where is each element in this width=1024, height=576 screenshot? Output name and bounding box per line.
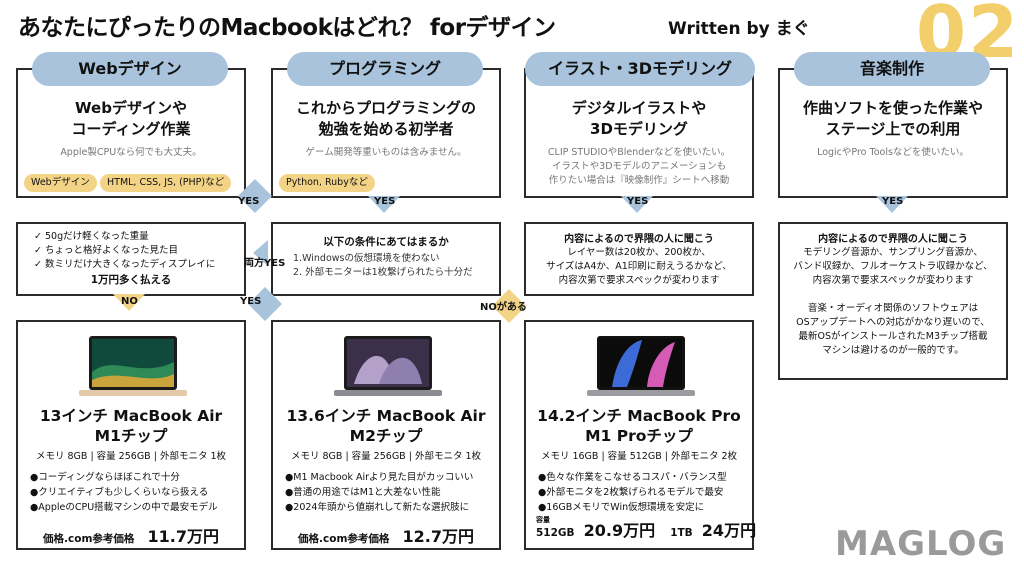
price-value: 20.9万円: [583, 521, 656, 540]
condition-item: 2. 外部モニターは1枚繋げられたら十分だ: [293, 267, 473, 278]
category-heading: これからプログラミングの勉強を始める初学者: [295, 99, 476, 138]
laptop-image: [587, 336, 695, 396]
product-feature: ●コーディングならほぼこれで十分: [30, 472, 180, 483]
conditions-box: 以下の条件にあてはまるか 1.Windowsの仮想環境を使わない 2. 外部モニ…: [271, 222, 501, 296]
checklist-box: ✓ 50gだけ軽くなった重量 ✓ ちょっと格好よくなった見た目 ✓ 数ミリだけ大…: [16, 222, 246, 296]
category-pill-music: 音楽制作: [794, 52, 990, 86]
price-label: 価格.com参考価格: [43, 533, 135, 545]
checklist-item: ✓ ちょっと格好よくなった見た目: [34, 245, 178, 256]
no-exists-label: NOがある: [480, 302, 527, 313]
advice-line: マシンは避けるのが一般的です。: [822, 345, 964, 356]
flow-arrow-down-no: [113, 294, 145, 311]
category-note: LogicやPro Toolsなどを使いたい。: [817, 147, 969, 158]
advice-line: 音楽・オーディオ関係のソフトウェアは: [807, 303, 979, 314]
conditions-title: 以下の条件にあてはまるか: [323, 236, 449, 248]
tag-chip: Python, Rubyなど: [279, 174, 375, 192]
tag-chip: Webデザイン: [24, 174, 97, 192]
category-heading: Webデザインやコーディング作業: [71, 99, 191, 138]
price-value: 12.7万円: [402, 527, 474, 546]
category-pill-programming: プログラミング: [287, 52, 483, 86]
flow-arrow-down: [368, 196, 400, 213]
laptop-image: [79, 336, 187, 396]
illust-advice-box: 内容によるので界隈の人に聞こう レイヤー数は20枚か、200枚か、 サイズはA4…: [524, 222, 754, 296]
product-spec: メモリ 8GB | 容量 256GB | 外部モニタ 1枚: [290, 451, 482, 462]
flow-arrow-down: [621, 196, 653, 213]
category-heading: 作曲ソフトを使った作業やステージ上での利用: [802, 99, 983, 138]
advice-line: 内容次第で要求スペックが変わります: [558, 275, 720, 286]
yes-label: YES: [238, 196, 260, 207]
laptop-image: [334, 336, 442, 396]
yes-label: YES: [374, 196, 396, 207]
advice-line: サイズはA4か、A1印刷に耐えうるかなど、: [546, 261, 732, 272]
music-advice-box: 内容によるので界隈の人に聞こう モデリング音源か、サンプリング音源か、 バンド収…: [778, 222, 1008, 380]
no-label: NO: [121, 296, 138, 307]
tag-chip: HTML, CSS, JS, (PHP)など: [100, 174, 232, 192]
capacity-value: 1TB: [670, 527, 693, 539]
advice-line: OSアップデートへの対応がかなり遅いので、: [796, 317, 990, 328]
yes-label: YES: [882, 196, 904, 207]
advice-line: 内容次第で要求スペックが変わります: [812, 275, 974, 286]
category-box-web: Webデザインやコーディング作業 Apple製CPUなら何でも大丈夫。 Webデ…: [16, 68, 246, 198]
product-feature: ●色々な作業をこなせるコスパ・バランス型: [538, 472, 727, 483]
both-yes-label: 両方YES: [244, 258, 286, 269]
advice-title: 内容によるので界隈の人に聞こう: [564, 234, 714, 245]
advice-spacer: [780, 288, 1006, 302]
category-note: CLIP STUDIOやBlenderなどを使いたい。イラストや3Dモデルのアニ…: [547, 147, 731, 186]
product-feature: ●AppleのCPU搭載マシンの中で最安モデル: [30, 502, 218, 513]
price-value: 24万円: [701, 521, 757, 540]
product-feature: ●外部モニタを2枚繋げられるモデルで最安: [538, 487, 724, 498]
checklist-item: ✓ 数ミリだけ大きくなったディスプレイに: [34, 259, 216, 270]
capacity-label: 容量: [536, 516, 550, 524]
price-label: 価格.com参考価格: [298, 533, 390, 545]
advice-line: バンド収録か、フルオーケストラ収録かなど、: [793, 261, 993, 272]
category-pill-web: Webデザイン: [32, 52, 228, 86]
product-feature: ●2024年頭から値崩れして新たな選択肢に: [285, 502, 470, 513]
yes-label: YES: [627, 196, 649, 207]
category-box-music: 作曲ソフトを使った作業やステージ上での利用 LogicやPro Toolsなどを…: [778, 68, 1008, 198]
brand-logo: MAGLOG: [835, 524, 1007, 564]
category-note: ゲーム開発等重いものは含みません。: [305, 147, 467, 158]
flow-arrow-left: [253, 240, 268, 266]
category-pill-illust: イラスト・3Dモデリング: [525, 52, 755, 86]
category-box-programming: これからプログラミングの勉強を始める初学者 ゲーム開発等重いものは含みません。 …: [271, 68, 501, 198]
checklist-conclusion: 1万円多く払える: [90, 274, 172, 286]
page-title: あなたにぴったりのMacbookはどれ？ forデザイン: [18, 15, 556, 41]
capacity-value: 512GB: [536, 527, 575, 539]
product-feature: ●普通の用途ではM1と大差ない性能: [285, 487, 441, 498]
yes-label: YES: [240, 296, 262, 307]
product-feature: ●16GBメモリでWin仮想環境を安定に: [538, 502, 705, 513]
product-feature: ●M1 Macbook Airより見た目がカッコいい: [285, 472, 474, 483]
condition-item: 1.Windowsの仮想環境を使わない: [293, 253, 440, 264]
byline: Written by まぐ: [668, 19, 810, 39]
price-value: 11.7万円: [147, 527, 219, 546]
checklist-item: ✓ 50gだけ軽くなった重量: [34, 231, 149, 242]
advice-line: モデリング音源か、サンプリング音源か、: [803, 247, 983, 258]
advice-title: 内容によるので界隈の人に聞こう: [818, 234, 968, 245]
product-spec: メモリ 8GB | 容量 256GB | 外部モニタ 1枚: [35, 451, 227, 462]
advice-line: レイヤー数は20枚か、200枚か、: [567, 247, 711, 258]
product-feature: ●クリエイティブも少しくらいなら扱える: [30, 487, 209, 498]
advice-line: 最新OSがインストールされたM3チップ搭載: [798, 331, 988, 342]
product-spec: メモリ 16GB | 容量 512GB | 外部モニタ 2枚: [540, 451, 738, 462]
category-note: Apple製CPUなら何でも大丈夫。: [60, 147, 202, 158]
flow-arrow-down: [876, 196, 908, 213]
